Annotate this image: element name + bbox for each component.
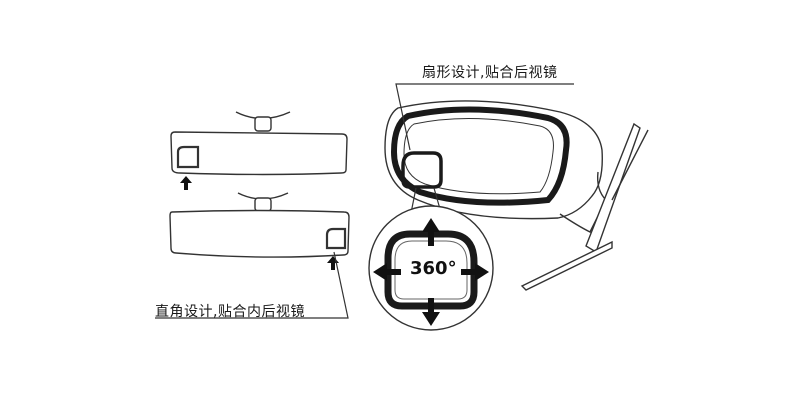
interior-mirror-top — [170, 111, 348, 176]
side-mirror — [384, 100, 649, 291]
mirror-body-top — [170, 131, 348, 176]
blind-spot-mirror-side — [401, 151, 443, 189]
arrow-up-icon — [422, 218, 440, 246]
right-angle-design-caption: 直角设计,贴合内后视镜 — [155, 304, 305, 320]
rotation-detail: 360° — [368, 205, 494, 331]
arrow-down-icon — [422, 298, 440, 326]
arrow-up-icon — [180, 176, 192, 190]
side-mirror-frame — [390, 106, 570, 206]
arrow-left-icon — [373, 263, 401, 281]
blind-spot-mirror-bottom — [325, 227, 347, 250]
leader-right-angle — [155, 251, 349, 319]
car-door-line — [520, 240, 613, 291]
rotation-label: 360° — [410, 258, 457, 279]
mirror-mount-stem-bottom — [254, 197, 272, 212]
car-pillar-inner — [611, 129, 649, 201]
mirror-body-bottom — [169, 209, 350, 258]
rotation-arrows-icon — [373, 218, 489, 326]
rotating-mirror-outline — [384, 230, 478, 310]
blind-spot-mirror-top — [176, 145, 200, 169]
rotating-mirror-inner — [394, 240, 468, 300]
mirror-mount-stem-top — [254, 116, 272, 132]
side-mirror-glass — [403, 118, 554, 195]
interior-mirror-bottom — [169, 192, 350, 258]
fan-design-caption: 扇形设计,贴合后视镜 — [422, 65, 558, 81]
car-pillar — [585, 122, 641, 254]
arrow-right-icon — [461, 263, 489, 281]
leader-fan — [395, 83, 574, 151]
